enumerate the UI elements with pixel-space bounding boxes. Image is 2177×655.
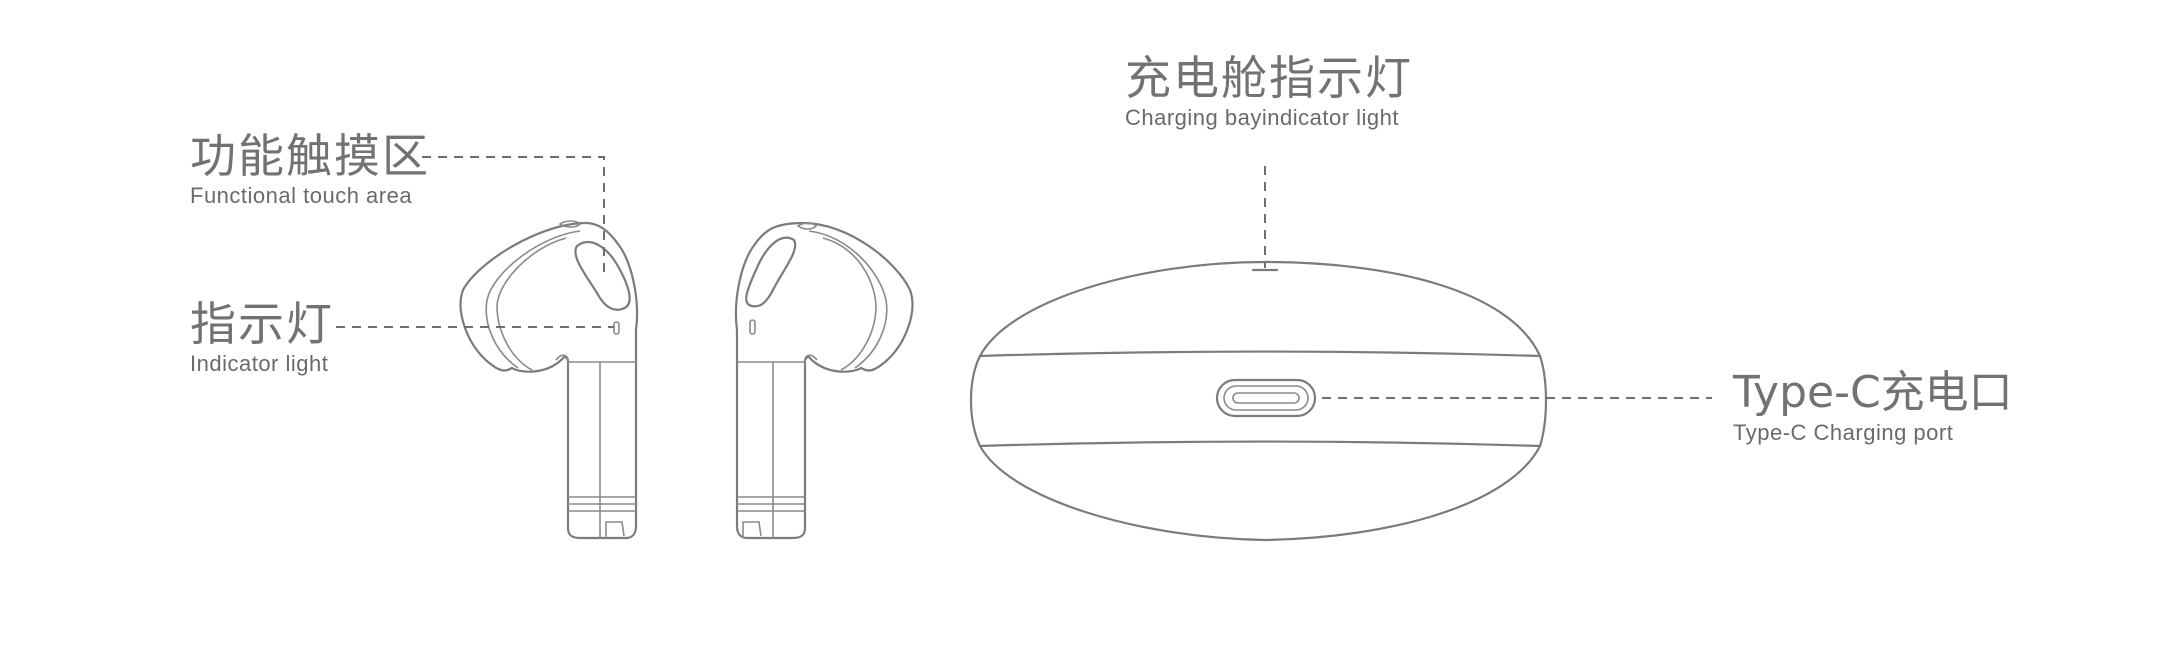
- callout-indicator-light: 指示灯 Indicator light: [190, 298, 334, 378]
- leader-touch-area: [422, 156, 605, 278]
- right-earbud: [734, 221, 914, 540]
- usb-c-port: [1215, 378, 1317, 418]
- left-earbud: [459, 220, 639, 540]
- touch-area-subtitle: Functional touch area: [190, 183, 413, 208]
- charging-case: [969, 260, 1548, 542]
- bay-indicator-subtitle: Charging bayindicator light: [1125, 105, 1399, 130]
- indicator-title: 指示灯: [190, 297, 334, 351]
- typec-subtitle: Type-C Charging port: [1733, 420, 1954, 445]
- typec-title: Type-C充电口: [1733, 367, 2013, 418]
- bay-indicator-title: 充电舱指示灯: [1125, 51, 1413, 105]
- callout-bay-indicator: 充电舱指示灯 Charging bayindicator light: [1125, 52, 1413, 132]
- callout-touch-area: 功能触摸区 Functional touch area: [190, 130, 430, 210]
- indicator-subtitle: Indicator light: [190, 351, 329, 376]
- touch-area-title: 功能触摸区: [190, 129, 430, 183]
- callout-typec-port: Type-C充电口 Type-C Charging port: [1733, 367, 2013, 447]
